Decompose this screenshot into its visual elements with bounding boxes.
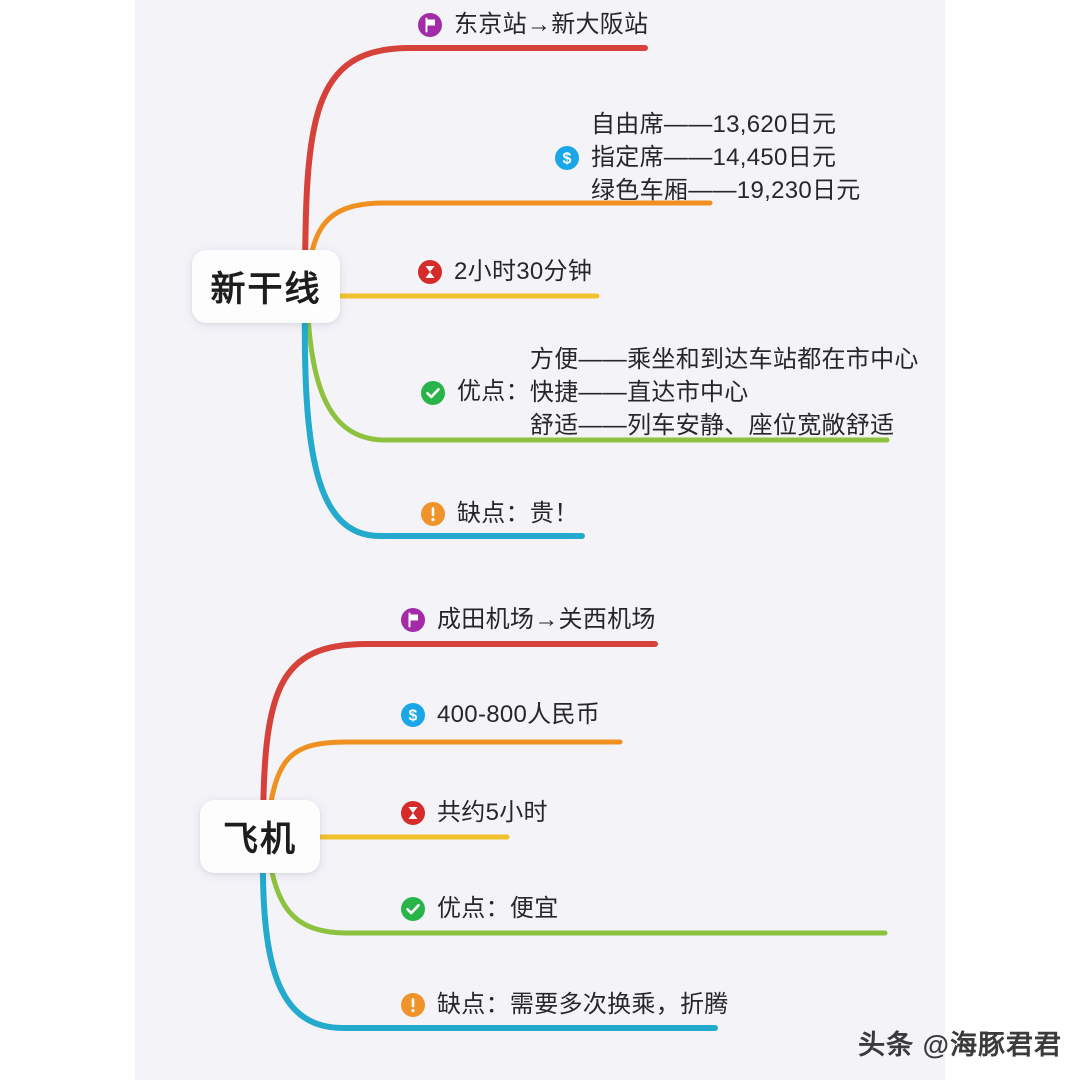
- topic-airplane-pros-text: 优点：便宜: [437, 895, 559, 922]
- root-node-airplane-label: 飞机: [222, 820, 297, 859]
- mindmap-canvas: 新干线 飞机 东京站→新大阪站 $ 自由席——13,620日元 指定席——14,…: [135, 0, 945, 1080]
- svg-text:$: $: [563, 150, 572, 167]
- exclaim-icon: [420, 501, 446, 527]
- topic-airplane-cons-text: 缺点：需要多次换乘，折腾: [437, 991, 729, 1018]
- topic-airplane-duration[interactable]: 共约5小时: [400, 796, 548, 829]
- check-icon: [420, 380, 446, 406]
- link-airplane-pros: [264, 841, 888, 936]
- topic-shinkansen-pros-text: 优点： 方便——乘坐和到达车站都在市中心 快捷——直达市中心 舒适——列车安静、…: [457, 346, 919, 440]
- dollar-icon: $: [554, 145, 580, 171]
- topic-shinkansen-duration-text: 2小时30分钟: [454, 258, 593, 285]
- root-node-shinkansen-label: 新干线: [210, 270, 322, 309]
- flag-icon: [417, 12, 443, 38]
- topic-airplane-price-text: 400-800人民币: [437, 701, 601, 728]
- flag-icon: [400, 607, 426, 633]
- topic-airplane-cons[interactable]: 缺点：需要多次换乘，折腾: [400, 988, 729, 1021]
- topic-airplane-route-text: 成田机场→关西机场: [437, 606, 656, 633]
- topic-shinkansen-duration[interactable]: 2小时30分钟: [417, 255, 592, 288]
- topic-shinkansen-cons-text: 缺点：贵！: [457, 500, 579, 527]
- watermark: 头条 @海豚君君: [858, 1030, 1062, 1060]
- topic-airplane-price[interactable]: $ 400-800人民币: [400, 698, 600, 731]
- topic-airplane-route[interactable]: 成田机场→关西机场: [400, 603, 656, 636]
- topic-shinkansen-price[interactable]: $ 自由席——13,620日元 指定席——14,450日元 绿色车厢——19,2…: [554, 108, 861, 207]
- topic-airplane-duration-text: 共约5小时: [437, 799, 548, 826]
- root-node-shinkansen[interactable]: 新干线: [192, 250, 340, 323]
- hourglass-icon: [417, 259, 443, 285]
- dollar-icon: $: [400, 702, 426, 728]
- topic-shinkansen-pros[interactable]: 优点： 方便——乘坐和到达车站都在市中心 快捷——直达市中心 舒适——列车安静、…: [420, 343, 919, 442]
- topic-shinkansen-cons[interactable]: 缺点：贵！: [420, 497, 579, 530]
- topic-shinkansen-cons-prefix: 缺点：: [457, 500, 530, 527]
- exclaim-icon: [400, 992, 426, 1018]
- topic-shinkansen-route-text: 东京站→新大阪站: [454, 11, 649, 38]
- svg-text:$: $: [409, 707, 418, 724]
- hourglass-icon: [400, 800, 426, 826]
- topic-airplane-pros-prefix: 优点：: [437, 895, 510, 922]
- root-node-airplane[interactable]: 飞机: [200, 800, 320, 873]
- topic-airplane-pros[interactable]: 优点：便宜: [400, 892, 559, 925]
- topic-shinkansen-route[interactable]: 东京站→新大阪站: [417, 8, 648, 41]
- topic-airplane-cons-prefix: 缺点：: [437, 991, 510, 1018]
- topic-shinkansen-price-text: 自由席——13,620日元 指定席——14,450日元 绿色车厢——19,230…: [591, 111, 861, 205]
- check-icon: [400, 896, 426, 922]
- topic-shinkansen-pros-prefix: 优点：: [457, 378, 530, 406]
